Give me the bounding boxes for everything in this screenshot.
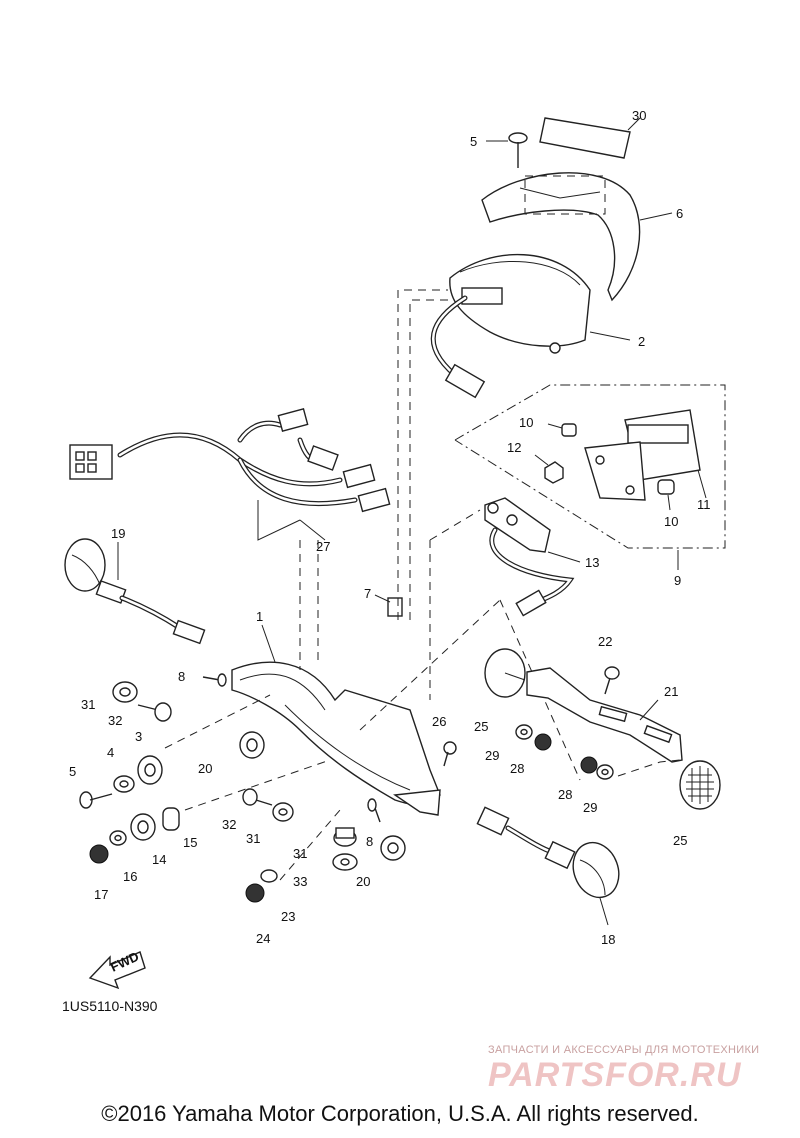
fwd-arrow-icon: FWD [88, 949, 146, 990]
callout-29-left: 29 [485, 748, 499, 763]
collar-part-15 [162, 807, 180, 831]
callout-5-lower: 5 [69, 764, 76, 779]
grommet-part-3 [137, 755, 163, 785]
callout-20-left: 20 [198, 761, 212, 776]
bolt-part-22 [604, 666, 620, 695]
callout-17: 17 [94, 887, 108, 902]
callout-33: 33 [293, 874, 307, 889]
callout-28-left: 28 [510, 761, 524, 776]
collar-part-31-mid [272, 802, 294, 822]
screw-part-8-lower [367, 798, 381, 823]
nut-part-24 [245, 883, 265, 903]
license-light-base-part-13 [484, 497, 581, 617]
callout-2: 2 [638, 334, 645, 349]
callout-3: 3 [135, 729, 142, 744]
watermark-logo: PARTSFOR.RU [488, 1056, 742, 1094]
reflector-part-25-lower [679, 760, 721, 810]
copyright-notice: ©2016 Yamaha Motor Corporation, U.S.A. A… [101, 1101, 699, 1126]
callout-9: 9 [674, 573, 681, 588]
collar-part-4 [113, 775, 135, 793]
callout-25-upper: 25 [474, 719, 488, 734]
nut-part-17 [89, 844, 109, 864]
callout-32-top: 32 [108, 713, 122, 728]
callout-21: 21 [664, 684, 678, 699]
license-light-assembly-outline-9 [454, 384, 726, 570]
callout-numbers: 30 5 6 2 10 12 11 10 27 19 13 9 7 1 22 8… [69, 108, 711, 947]
reflector-part-25-upper [484, 648, 526, 698]
callout-24: 24 [256, 931, 270, 946]
callout-32-lower: 32 [222, 817, 236, 832]
collar-part-31-top [112, 681, 138, 703]
guide-lines [164, 289, 581, 881]
wire-harness-part-27 [69, 408, 391, 541]
nut-part-20-left [239, 731, 265, 759]
callout-14: 14 [152, 852, 166, 867]
nut-part-20-right [380, 835, 406, 861]
callout-20-right: 20 [356, 874, 370, 889]
washer-part-23 [260, 869, 278, 883]
taillight-lens-part-30 [539, 117, 641, 159]
taillight-assembly-part-2 [449, 253, 631, 354]
callout-18: 18 [601, 932, 615, 947]
callout-31-top: 31 [81, 697, 95, 712]
drawing-code: 1US5110-N390 [62, 998, 158, 1014]
rear-fender-bracket-part-1 [231, 624, 441, 816]
callout-27: 27 [316, 539, 330, 554]
callout-8-upper: 8 [178, 669, 185, 684]
rear-flasher-part-19 [64, 538, 206, 645]
license-plate-bracket-part-21 [526, 667, 683, 763]
taillight-cover-part-6 [481, 172, 673, 302]
callout-10-bottom: 10 [664, 514, 678, 529]
washer-part-16 [109, 830, 127, 846]
callout-6: 6 [676, 206, 683, 221]
callout-23: 23 [281, 909, 295, 924]
callout-28-right: 28 [558, 787, 572, 802]
callout-31-lower: 31 [293, 846, 307, 861]
callout-19: 19 [111, 526, 125, 541]
license-light-bracket [584, 441, 646, 501]
taillight-wire-lead [430, 295, 486, 399]
screw-part-8-upper [202, 673, 227, 687]
callout-16: 16 [123, 869, 137, 884]
callout-30: 30 [632, 108, 646, 123]
washer-part-29-left [515, 724, 533, 740]
callout-7: 7 [364, 586, 371, 601]
nut-part-33 [332, 853, 358, 871]
nut-part-28-left [534, 733, 552, 751]
bolt-part-32-lower [242, 788, 273, 806]
damper-part-14 [130, 813, 156, 841]
bolt-part-32-top [137, 702, 172, 722]
washer-part-29-right [596, 764, 614, 780]
screw-part-5-lower [79, 791, 113, 809]
callout-4: 4 [107, 745, 114, 760]
callout-22: 22 [598, 634, 612, 649]
callout-8-lower: 8 [366, 834, 373, 849]
callout-11: 11 [697, 497, 711, 512]
bolt-part-26 [443, 741, 457, 767]
callout-5-top: 5 [470, 134, 477, 149]
bulb-part-10-top [547, 423, 577, 437]
license-light-housing-part-11 [624, 409, 707, 499]
reflector-guide-line [617, 759, 681, 777]
collar-part-31-lower [333, 827, 357, 847]
callout-13: 13 [585, 555, 599, 570]
callout-26: 26 [432, 714, 446, 729]
callout-12: 12 [507, 440, 521, 455]
front-flasher-part-18 [476, 806, 620, 926]
watermark-tagline: ЗАПЧАСТИ И АКСЕССУАРЫ ДЛЯ МОТОТЕХНИКИ [488, 1044, 760, 1056]
callout-29-right: 29 [583, 800, 597, 815]
callout-25-lower: 25 [673, 833, 687, 848]
callout-15: 15 [183, 835, 197, 850]
callout-10-top: 10 [519, 415, 533, 430]
nut-part-12 [534, 454, 564, 484]
callout-31-mid: 31 [246, 831, 260, 846]
nut-part-28-right [580, 756, 598, 774]
bulb-part-10-bottom [657, 479, 675, 511]
screw-part-5-top [486, 132, 528, 168]
callout-1: 1 [256, 609, 263, 624]
